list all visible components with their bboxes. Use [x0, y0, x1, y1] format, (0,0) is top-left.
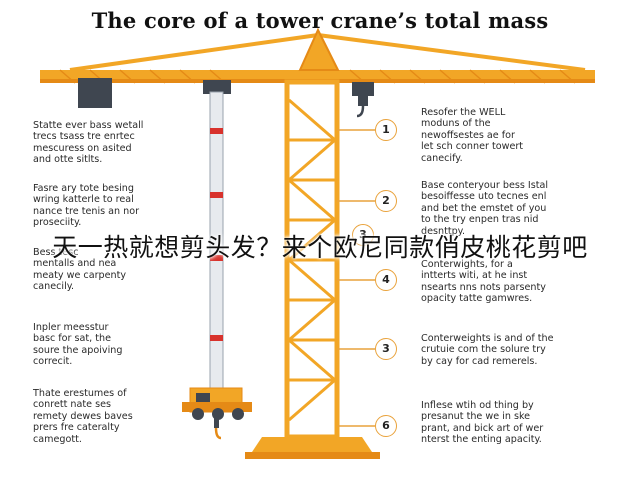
left-note-4: Inpler meesstur basc for sat, the soure … — [33, 322, 123, 368]
left-note-1: Statte ever bass wetall trecs tsass tre … — [33, 120, 144, 166]
right-note-4: Conterweights is and of the crutuie com … — [421, 333, 554, 367]
jib-trolley — [203, 80, 231, 94]
hook-block — [352, 82, 374, 118]
crane-pendant-ties — [69, 33, 586, 72]
left-note-3: Bess tesc mentalls and nea meaty we carp… — [33, 247, 127, 293]
crane-base — [245, 437, 380, 459]
step-marker-3: 3 — [352, 224, 374, 246]
right-note-1: Resofer the WELL moduns of the newoffses… — [421, 107, 524, 164]
truck-counterweight — [182, 387, 252, 440]
step-marker-6: 6 — [375, 415, 397, 437]
diagram-title: The core of a tower crane’s total mass — [91, 8, 549, 33]
step-marker-4: 4 — [375, 269, 397, 291]
crane-apex — [298, 27, 340, 71]
overlay-caption: 天一热就想剪头发？来个欧尼同款俏皮桃花剪吧 — [52, 233, 588, 262]
left-note-2: Fasre ary tote besing wring katterle to … — [33, 183, 140, 229]
step-marker-1: 1 — [375, 119, 397, 141]
right-note-3: Conterwights, for a intterts witi, at he… — [421, 259, 546, 305]
left-note-5: Thate erestumes of conrett nate ses reme… — [33, 388, 133, 445]
step-marker-2: 2 — [375, 190, 397, 212]
step-marker-5: 3 — [375, 338, 397, 360]
right-note-2: Base conteryour bess Istal besoiffesse u… — [421, 180, 549, 237]
counterweight-block — [78, 78, 112, 108]
right-note-5: Inflese wtih od thing by presanut the we… — [421, 400, 544, 446]
leader-lines — [337, 129, 375, 427]
